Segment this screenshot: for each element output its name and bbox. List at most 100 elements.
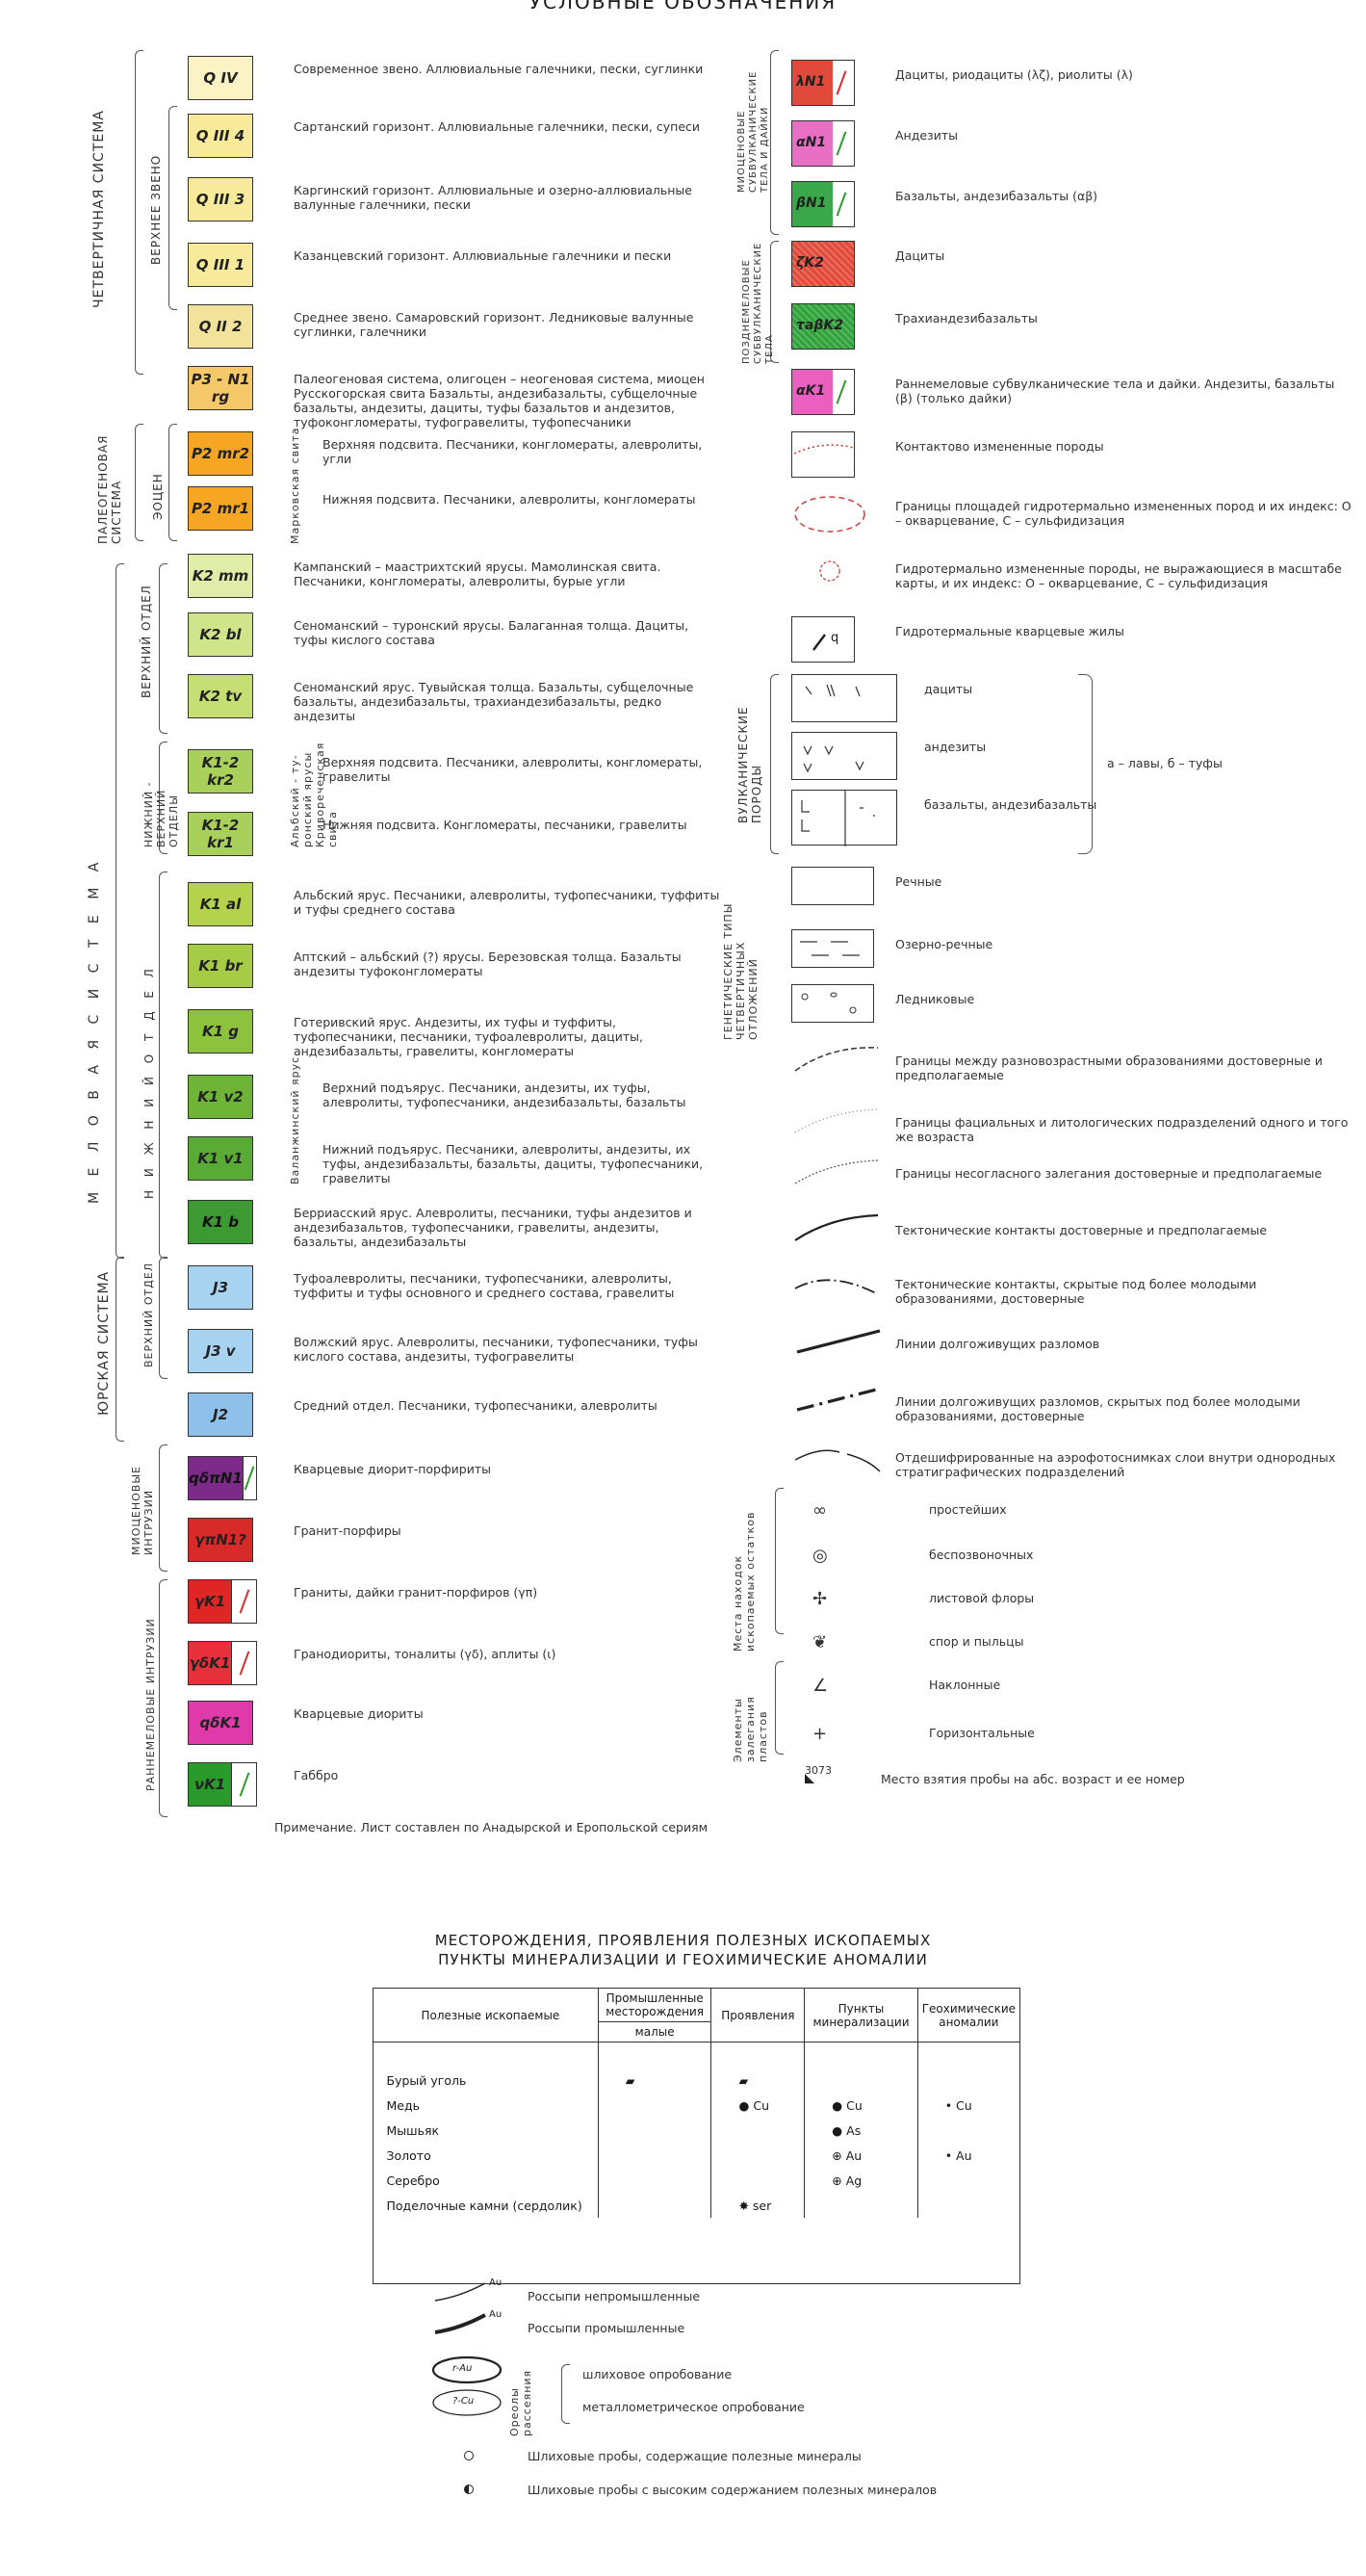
table-cell-name: Серебро: [386, 2173, 440, 2188]
label-quaternary: ЧЕТВЕРТИЧНАЯ СИСТЕМА: [91, 110, 107, 308]
label-early-cret-intr: РАННЕМЕЛОВЫЕ ИНТРУЗИИ: [144, 1618, 157, 1791]
legend-swatch: q: [791, 616, 855, 663]
dyke-line: [239, 1772, 249, 1797]
table-cell-geo: • Cu: [944, 2097, 972, 2113]
table-cell-show: ✸ ser: [738, 2198, 772, 2213]
legend-description: Границы фациальных и литологических подр…: [895, 1115, 1349, 1144]
legend-swatch: νK1: [188, 1762, 257, 1807]
label-volcanic: ВУЛКАНИЧЕСКИЕ ПОРОДЫ: [736, 706, 763, 823]
sample-flag-icon: [805, 1774, 814, 1783]
dyke-swatch: [242, 1457, 256, 1499]
bracket-lower-div: [159, 872, 168, 1259]
heavy-concentrate-icon: [464, 2451, 474, 2460]
legend-description: Отдешифрированные на аэрофотоснимках сло…: [895, 1450, 1336, 1479]
legend-description: Современное звено. Аллювиальные галечник…: [294, 62, 704, 76]
legend-symbol: K1 al: [199, 896, 242, 913]
legend-description: базальты, андезибазальты: [924, 797, 1097, 812]
quartz-vein-icon: [812, 634, 826, 651]
bracket-paleogene: [135, 424, 143, 541]
legend-description: Гидротермальные кварцевые жилы: [895, 624, 1124, 638]
legend-symbol: Q III 1: [195, 256, 245, 273]
table-cell-show: ● Cu: [738, 2097, 769, 2113]
legend-swatch: P2 mr1: [188, 486, 253, 531]
bracket-cretaceous: [116, 563, 124, 1259]
legend-symbol: K1-2 kr1: [201, 817, 240, 851]
legend-swatch: Q III 3: [188, 177, 253, 221]
legend-description: Тектонические контакты достоверные и пре…: [895, 1223, 1268, 1237]
legend-symbol: K1 v2: [197, 1088, 244, 1106]
legend-description: Гранит-порфиры: [294, 1523, 401, 1538]
legend-swatch: K1 v2: [188, 1075, 253, 1119]
legend-description: Берриасский ярус. Алевролиты, песчаники,…: [294, 1206, 692, 1249]
subheader-small: малые: [597, 2021, 712, 2043]
label-upper-div: ВЕРХНИЙ ОТДЕЛ: [140, 585, 153, 698]
legend-description: Средний отдел. Песчаники, туфопесчаники,…: [294, 1398, 657, 1413]
table-cell-dep: ▰: [597, 2068, 712, 2093]
minerals-title-line2: ПУНКТЫ МИНЕРАЛИЗАЦИИ И ГЕОХИМИЧЕСКИЕ АНО…: [438, 1951, 928, 1968]
legend-swatch: K1 v1: [188, 1136, 253, 1181]
dyke-line: [239, 1651, 249, 1676]
legend-description: Границы между разновозрастными образован…: [895, 1054, 1323, 1082]
bracket-upper-link: [168, 106, 177, 310]
table-row: Медь● Cu● Cu• Cu: [374, 2093, 1020, 2118]
label-late-sub: ПОЗДНЕМЕЛОВЫЕ СУБВУЛКАНИЧЕСКИЕ ТЕЛА: [741, 242, 775, 364]
alteration-point-icon: [819, 560, 840, 582]
legend-swatch: Q IV: [188, 56, 253, 100]
legend-symbol: Q II 2: [198, 318, 243, 335]
legend-swatch: qδπN1: [188, 1456, 257, 1500]
table-cell-name: Мышьяк: [386, 2122, 440, 2138]
legend-swatch: Q II 2: [188, 304, 253, 349]
legend-symbol: qδπN1: [189, 1470, 243, 1487]
legend-description: Гранодиориты, тоналиты (γδ), аплиты (ι): [294, 1647, 556, 1661]
table-cell-dep: [597, 2193, 712, 2218]
legend-description: Ледниковые: [895, 992, 975, 1006]
rich-concentrate-icon: [464, 2485, 474, 2494]
label-valangin: Валанжинский ярус: [289, 1055, 301, 1184]
legend-description: Сеноманский – туронский ярусы. Балаганна…: [294, 618, 689, 647]
line-symbol-icon: [794, 1279, 879, 1295]
bracket-early-cret-intr: [159, 1579, 168, 1817]
brace-volcanic: [1078, 674, 1093, 854]
bracket-fossils: [775, 1488, 784, 1634]
legend-description: Казанцевский горизонт. Аллювиальные гале…: [294, 248, 672, 263]
header-showings: Проявления: [710, 1988, 806, 2043]
table-cell-name: Золото: [386, 2147, 431, 2163]
table-cell-point: [804, 2193, 918, 2218]
bottom-legend-label: Россыпи промышленные: [528, 2321, 685, 2335]
bottom-legend-label: шлиховое опробование: [582, 2367, 733, 2381]
legend-swatch: K1-2 kr2: [188, 749, 253, 794]
legend-description: простейших: [929, 1502, 1007, 1517]
legend-description: Дациты: [895, 248, 945, 263]
alteration-area-icon: [794, 496, 865, 533]
legend-symbol: τaβK2: [796, 318, 843, 333]
legend-description: Аптский – альбский (?) ярусы. Березовска…: [294, 950, 682, 978]
label-paleogene: ПАЛЕОГЕНОВАЯ СИСТЕМА: [96, 434, 123, 544]
legend-symbol: αK1: [796, 383, 826, 399]
legend-swatch: K1 b: [188, 1200, 253, 1244]
note: Примечание. Лист составлен по Анадырской…: [274, 1820, 709, 1834]
legend-swatch: [791, 984, 874, 1023]
legend-description: Линии долгоживущих разломов: [895, 1337, 1100, 1351]
line-symbol-icon: [796, 1329, 881, 1354]
table-cell-point: ● As: [804, 2118, 918, 2143]
legend-swatch: P2 mr2: [188, 431, 253, 476]
label-lower-upper: НИЖНИЙ - ВЕРХНИЙ ОТДЕЛЫ: [142, 781, 180, 847]
legend-swatch: qδK1: [188, 1701, 253, 1745]
minerals-title: МЕСТОРОЖДЕНИЯ, ПРОЯВЛЕНИЯ ПОЛЕЗНЫХ ИСКОП…: [0, 1931, 1366, 1969]
leaf-flora-icon: ✢: [812, 1589, 828, 1609]
legend-symbol: ζK2: [796, 255, 824, 271]
bracket-upper-jur: [159, 1257, 168, 1379]
legend-symbol: qδK1: [199, 1714, 242, 1731]
table-cell-point: [804, 2068, 918, 2093]
dyke-line: [836, 192, 847, 217]
legend-swatch: γK1: [188, 1579, 257, 1624]
table-cell-show: [711, 2143, 805, 2168]
bracket-quaternary: [135, 50, 143, 375]
legend-symbol: νK1: [193, 1776, 226, 1793]
legend-swatch: K1 br: [188, 944, 253, 988]
legend-symbol: K1-2 kr2: [201, 754, 240, 789]
label-upper-link: ВЕРХНЕЕ ЗВЕНО: [149, 154, 163, 265]
header-points: Пункты минерализации: [804, 1988, 918, 2043]
halo-tag: ?-Cu: [452, 2396, 475, 2407]
legend-symbol: λN1: [796, 74, 826, 90]
